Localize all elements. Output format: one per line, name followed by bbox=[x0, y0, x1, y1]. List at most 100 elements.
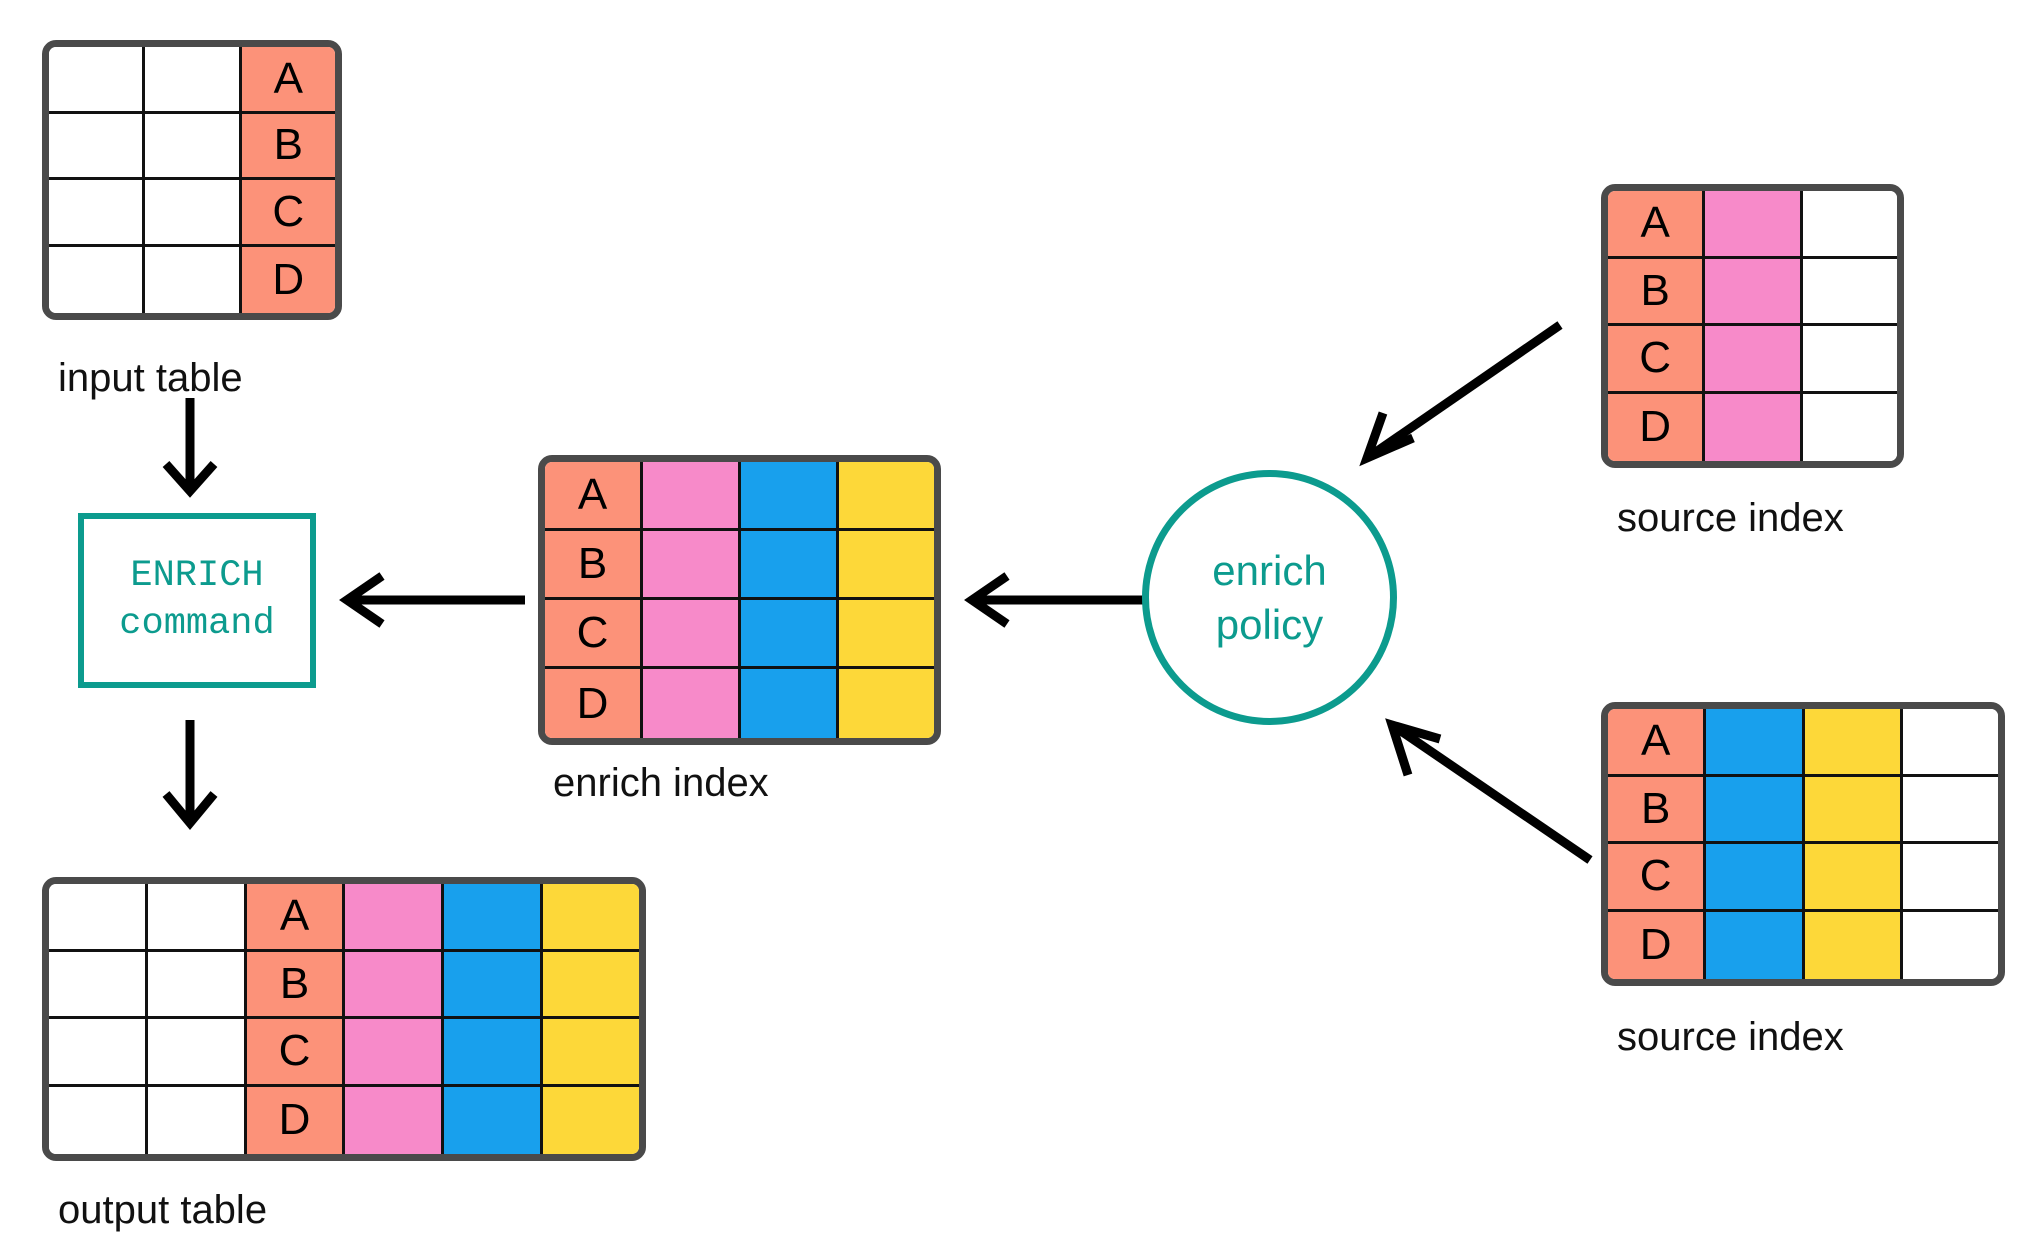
table-row: B bbox=[49, 113, 335, 180]
output_table-cell-r3-c3 bbox=[345, 1086, 445, 1154]
output_table-cell-r1-c3 bbox=[345, 951, 445, 1019]
enrich_index-cell-r0-c1 bbox=[643, 462, 741, 531]
source_index_top-cell-r1-c1 bbox=[1705, 258, 1803, 326]
enrich_index-cell-r3-c3 bbox=[839, 669, 934, 738]
enrich-command-line1: ENRICH bbox=[130, 555, 264, 598]
source_index_bottom-cell-r3-c3 bbox=[1902, 911, 1998, 979]
output_table-cell-r3-c4 bbox=[444, 1086, 544, 1154]
input_table-cell-r3-c2: D bbox=[241, 246, 335, 313]
output_table-cell-r0-c2: A bbox=[246, 884, 346, 952]
table-row: C bbox=[1608, 326, 1897, 394]
enrich_index-cell-r2-c1 bbox=[643, 600, 741, 669]
source_index_bottom-cell-r0-c1 bbox=[1706, 709, 1805, 777]
table-row: A bbox=[49, 47, 335, 114]
output_table-cell-r2-c3 bbox=[345, 1019, 445, 1087]
table-row: B bbox=[1608, 776, 1998, 844]
input_table-cell-r0-c2: A bbox=[241, 47, 335, 114]
output_table-cell-r2-c5 bbox=[543, 1019, 639, 1087]
enrich_index-cell-r2-c3 bbox=[839, 600, 934, 669]
source_index_bottom-cell-r0-c2 bbox=[1804, 709, 1903, 777]
output_table-cell-r2-c1 bbox=[147, 1019, 247, 1087]
input_table-cell-r3-c0 bbox=[49, 246, 146, 313]
source_index_bottom-cell-r1-c1 bbox=[1706, 776, 1805, 844]
table-row: A bbox=[1608, 709, 1998, 777]
enrich_index-cell-r3-c1 bbox=[643, 669, 741, 738]
source_index_top-cell-r3-c0: D bbox=[1608, 393, 1706, 461]
arrow-source-index-bottom-to-policy bbox=[1385, 718, 1593, 864]
output_table-cell-r1-c0 bbox=[49, 951, 148, 1019]
source_index_bottom-cell-r3-c0: D bbox=[1608, 911, 1707, 979]
source_index_top-cell-r1-c2 bbox=[1802, 258, 1897, 326]
output_table-cell-r0-c5 bbox=[543, 884, 639, 952]
table-row: A bbox=[545, 462, 934, 531]
table-row: D bbox=[49, 246, 335, 313]
source_index_top-cell-r3-c2 bbox=[1802, 393, 1897, 461]
source_index_bottom-cell-r3-c2 bbox=[1804, 911, 1903, 979]
input-table-caption: input table bbox=[58, 356, 243, 400]
enrich-command-line2: command bbox=[119, 602, 275, 645]
output_table-cell-r3-c5 bbox=[543, 1086, 639, 1154]
source_index_bottom-cell-r2-c0: C bbox=[1608, 844, 1707, 912]
enrich_index-cell-r1-c2 bbox=[741, 531, 839, 600]
output_table-cell-r3-c2: D bbox=[246, 1086, 346, 1154]
input_table-cell-r1-c2: B bbox=[241, 113, 335, 180]
input_table-cell-r2-c2: C bbox=[241, 180, 335, 247]
source_index_top-cell-r1-c0: B bbox=[1608, 258, 1706, 326]
enrich_index-cell-r2-c0: C bbox=[545, 600, 643, 669]
arrow-source-index-top-to-policy bbox=[1359, 321, 1563, 467]
output_table-cell-r0-c3 bbox=[345, 884, 445, 952]
source_index_bottom-cell-r3-c1 bbox=[1706, 911, 1805, 979]
enrich-command-box[interactable]: ENRICH command bbox=[78, 513, 316, 688]
source_index_bottom-cell-r2-c1 bbox=[1706, 844, 1805, 912]
table-row: C bbox=[1608, 844, 1998, 912]
enrich_index-cell-r1-c3 bbox=[839, 531, 934, 600]
output_table-cell-r0-c4 bbox=[444, 884, 544, 952]
output_table-cell-r0-c0 bbox=[49, 884, 148, 952]
enrich_index-cell-r0-c3 bbox=[839, 462, 934, 531]
arrow-command-to-output bbox=[162, 720, 218, 831]
output_table-cell-r1-c1 bbox=[147, 951, 247, 1019]
output_table-cell-r0-c1 bbox=[147, 884, 247, 952]
source-index-bottom-caption: source index bbox=[1617, 1015, 1844, 1059]
source_index_top-cell-r0-c2 bbox=[1802, 191, 1897, 259]
arrow-policy-to-enrich-index bbox=[964, 572, 1150, 628]
input_table-cell-r2-c0 bbox=[49, 180, 146, 247]
output_table-cell-r2-c0 bbox=[49, 1019, 148, 1087]
table-row: C bbox=[49, 1019, 639, 1087]
table-row: C bbox=[545, 600, 934, 669]
input_table-cell-r1-c1 bbox=[145, 113, 242, 180]
arrow-enrich-index-to-command bbox=[339, 572, 525, 628]
table-row: D bbox=[49, 1086, 639, 1154]
output_table-cell-r2-c2: C bbox=[246, 1019, 346, 1087]
output_table-cell-r1-c2: B bbox=[246, 951, 346, 1019]
output_table-cell-r3-c1 bbox=[147, 1086, 247, 1154]
source_index_top-cell-r0-c1 bbox=[1705, 191, 1803, 259]
source_index_bottom-cell-r2-c3 bbox=[1902, 844, 1998, 912]
table-row: C bbox=[49, 180, 335, 247]
source_index_top-cell-r2-c0: C bbox=[1608, 326, 1706, 394]
table-row: A bbox=[49, 884, 639, 952]
enrich-policy-circle[interactable]: enrich policy bbox=[1142, 470, 1397, 725]
source-index-top-caption: source index bbox=[1617, 496, 1844, 540]
source_index_bottom-cell-r1-c3 bbox=[1902, 776, 1998, 844]
enrich_index-cell-r1-c0: B bbox=[545, 531, 643, 600]
input_table-cell-r2-c1 bbox=[145, 180, 242, 247]
enrich_index-cell-r1-c1 bbox=[643, 531, 741, 600]
source_index_bottom-cell-r2-c2 bbox=[1804, 844, 1903, 912]
output_table-cell-r1-c4 bbox=[444, 951, 544, 1019]
table-row: D bbox=[1608, 911, 1998, 979]
source_index_top-cell-r0-c0: A bbox=[1608, 191, 1706, 259]
source_index_top-cell-r2-c1 bbox=[1705, 326, 1803, 394]
enrich-policy-line2: policy bbox=[1215, 600, 1324, 648]
enrich_index-cell-r3-c2 bbox=[741, 669, 839, 738]
input_table-cell-r3-c1 bbox=[145, 246, 242, 313]
input_table-cell-r0-c1 bbox=[145, 47, 242, 114]
source_index_top-cell-r3-c1 bbox=[1705, 393, 1803, 461]
source_index_bottom-cell-r1-c0: B bbox=[1608, 776, 1707, 844]
source_index_bottom-cell-r0-c3 bbox=[1902, 709, 1998, 777]
